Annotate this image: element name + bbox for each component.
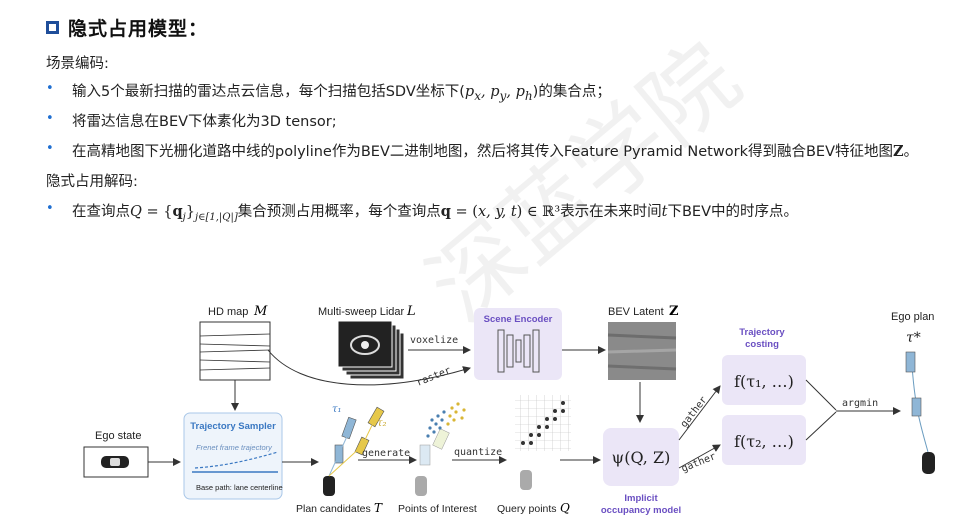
trajectory-sampler-box: [183, 412, 283, 500]
base-path-label: Base path: lane centerline: [196, 483, 283, 492]
cost-function-2: f(τ₂, …): [734, 432, 794, 451]
bullet-text-2: 将雷达信息在BEV下体素化为3D tensor;: [72, 114, 337, 130]
scene-encoding-label: 场景编码:: [46, 56, 109, 72]
lidar-symbol: L: [406, 304, 416, 319]
car-icon: [101, 456, 129, 468]
implicit-model-label-2: occupancy model: [601, 505, 681, 516]
bullet-text-3: 在高精地图下光栅化道路中线的polyline作为BEV二进制地图，然后将其传入F…: [72, 143, 919, 160]
plan-candidates-symbol: T: [374, 501, 383, 515]
lidar-label: Multi-sweep Lidar: [318, 306, 405, 318]
tau1-label: τ₁: [332, 404, 342, 415]
scene-encoder-label: Scene Encoder: [484, 314, 553, 325]
gather-label-1: gather: [679, 395, 710, 430]
frenet-path: [194, 451, 279, 469]
arrow: [805, 411, 837, 441]
trajectory-costing-label-2: costing: [745, 339, 779, 350]
tau2-label: τ₂: [377, 418, 387, 429]
generate-label: generate: [362, 448, 410, 459]
scene-encoder-box: [474, 308, 562, 380]
voxelize-label: voxelize: [410, 335, 458, 346]
square-bullet-icon: [46, 21, 59, 34]
bullet-icon: •: [46, 141, 54, 156]
raster-arrow: [267, 349, 471, 386]
hd-map-label: HD map: [208, 306, 248, 318]
trajectory-sampler-label: Trajectory Sampler: [190, 421, 276, 432]
trajectory-costing-label: Trajectory: [739, 327, 785, 338]
raster-label: raster: [415, 365, 453, 389]
points-of-interest-image: [415, 402, 466, 496]
cost-box-1: [722, 355, 806, 405]
hd-map-symbol: M: [253, 304, 268, 319]
encoder-layers: [497, 329, 540, 373]
query-points-label: Query points: [497, 503, 557, 515]
gather-arrow-2: [678, 444, 721, 469]
gather-label-2: gather: [680, 451, 718, 475]
ego-plan-image: [905, 351, 935, 474]
argmin-label: argmin: [842, 398, 878, 409]
implicit-decoding-label: 隐式占用解码:: [46, 174, 138, 190]
cost-function-1: f(τ₁, …): [734, 372, 794, 391]
bullet-text-4: 在查询点Q = {qj}j∈[1,|Q|]集合预测占用概率，每个查询点q = (…: [72, 203, 798, 223]
bullet-icon: •: [46, 81, 54, 96]
gather-arrow-1: [678, 385, 721, 441]
lidar-sweeps-image: [337, 320, 405, 380]
arrow: [805, 379, 837, 411]
psi-function: ψ(Q, Z): [612, 448, 671, 467]
bullet-icon: •: [46, 111, 54, 126]
coord-math: px, py, ph: [464, 84, 533, 103]
query-points-symbol: Q: [560, 501, 570, 515]
page-title: 隐式占用模型：: [68, 18, 209, 40]
section-heading: 隐式占用模型：: [46, 14, 208, 41]
plan-candidates-image: [323, 406, 385, 496]
frenet-label: Frenet frame trajectory: [196, 443, 273, 452]
implicit-model-label: Implicit: [624, 493, 658, 504]
cost-box-2: [722, 415, 806, 465]
bev-latent-image: [607, 322, 677, 380]
implicit-model-box: [603, 428, 679, 486]
bev-latent-label: BEV Latent: [608, 306, 664, 318]
bullet-text-1: 输入5个最新扫描的雷达点云信息，每个扫描包括SDV坐标下(px, py, ph)…: [72, 84, 611, 103]
points-of-interest-label: Points of Interest: [398, 503, 477, 515]
ego-state-label: Ego state: [95, 430, 141, 442]
bev-latent-symbol: Z: [669, 304, 679, 319]
ego-plan-symbol: τ*: [906, 330, 921, 346]
ego-plan-label: Ego plan: [891, 311, 934, 323]
query-points-image: [515, 395, 571, 490]
bullet-icon: •: [46, 201, 54, 216]
hd-map-image: [199, 321, 271, 381]
quantize-label: quantize: [454, 447, 502, 458]
plan-candidates-label: Plan candidates: [296, 503, 371, 515]
